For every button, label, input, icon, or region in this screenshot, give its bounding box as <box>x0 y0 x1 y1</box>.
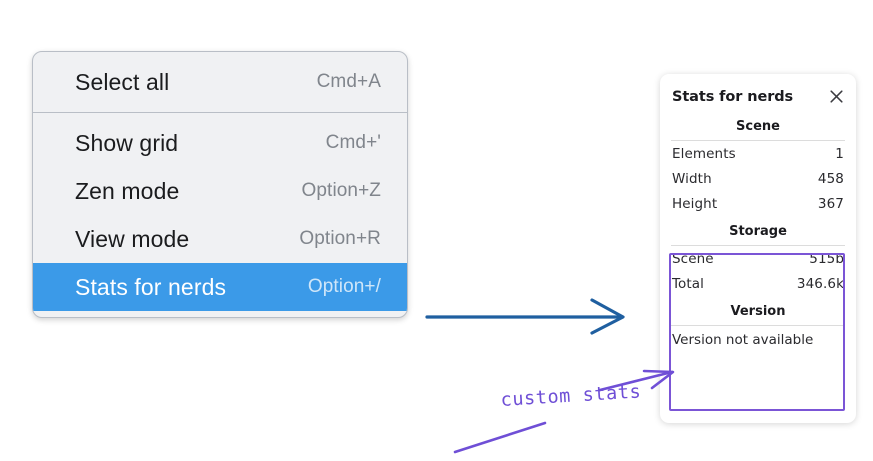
menu-item-zen-mode[interactable]: Zen mode Option+Z <box>33 167 407 215</box>
menu-item-shortcut: Cmd+' <box>325 132 381 153</box>
section-rule <box>671 325 845 326</box>
menu-item-shortcut: Cmd+A <box>316 71 381 92</box>
menu-group-2: Show grid Cmd+' Zen mode Option+Z View m… <box>33 113 407 317</box>
stat-value: 346.6k <box>796 275 844 292</box>
stat-row-elements: Elements 1 <box>670 141 846 166</box>
stat-row-storage-scene: Scene 515b <box>670 246 846 271</box>
stat-value: 1 <box>835 145 844 162</box>
stat-row-storage-total: Total 346.6k <box>670 271 846 296</box>
section-rule <box>671 245 845 246</box>
panel-header: Stats for nerds <box>670 74 846 111</box>
menu-item-label: Select all <box>75 68 170 95</box>
stats-for-nerds-panel: Stats for nerds Scene Elements 1 Width 4… <box>660 74 856 423</box>
stat-key: Width <box>672 170 712 187</box>
flow-arrow-icon <box>425 298 625 335</box>
callout-arrow-lower-icon <box>453 421 547 454</box>
stat-row-height: Height 367 <box>670 191 846 216</box>
stat-key: Total <box>672 275 705 292</box>
panel-title: Stats for nerds <box>672 88 794 105</box>
stat-row-width: Width 458 <box>670 166 846 191</box>
stat-row-version-value: Version not available <box>672 332 814 348</box>
menu-item-shortcut: Option+/ <box>307 276 381 297</box>
handwritten-note: custom stats <box>500 381 642 411</box>
menu-item-select-all[interactable]: Select all Cmd+A <box>33 58 407 106</box>
stat-key: Elements <box>672 145 736 162</box>
menu-item-stats-for-nerds[interactable]: Stats for nerds Option+/ <box>33 263 407 311</box>
close-icon[interactable] <box>828 88 845 105</box>
menu-group-1: Select all Cmd+A <box>33 52 407 112</box>
section-heading-scene: Scene <box>736 119 780 134</box>
menu-item-label: Stats for nerds <box>75 273 227 300</box>
menu-item-shortcut: Option+Z <box>301 180 381 201</box>
section-heading-storage: Storage <box>729 224 787 239</box>
section-heading-version: Version <box>730 304 786 319</box>
menu-item-label: View mode <box>75 225 190 252</box>
context-menu[interactable]: Select all Cmd+A Show grid Cmd+' Zen mod… <box>32 51 408 318</box>
menu-item-label: Show grid <box>75 129 179 156</box>
menu-item-show-grid[interactable]: Show grid Cmd+' <box>33 119 407 167</box>
menu-item-view-mode[interactable]: View mode Option+R <box>33 215 407 263</box>
menu-item-shortcut: Option+R <box>299 228 381 249</box>
stat-key: Scene <box>672 250 714 267</box>
section-rule <box>671 140 845 141</box>
stat-key: Height <box>672 195 718 212</box>
stat-value: 515b <box>809 250 844 267</box>
menu-item-label: Zen mode <box>75 177 180 204</box>
stat-value: 458 <box>817 170 844 187</box>
menu-separator <box>33 112 407 113</box>
stat-value: 367 <box>817 195 844 212</box>
